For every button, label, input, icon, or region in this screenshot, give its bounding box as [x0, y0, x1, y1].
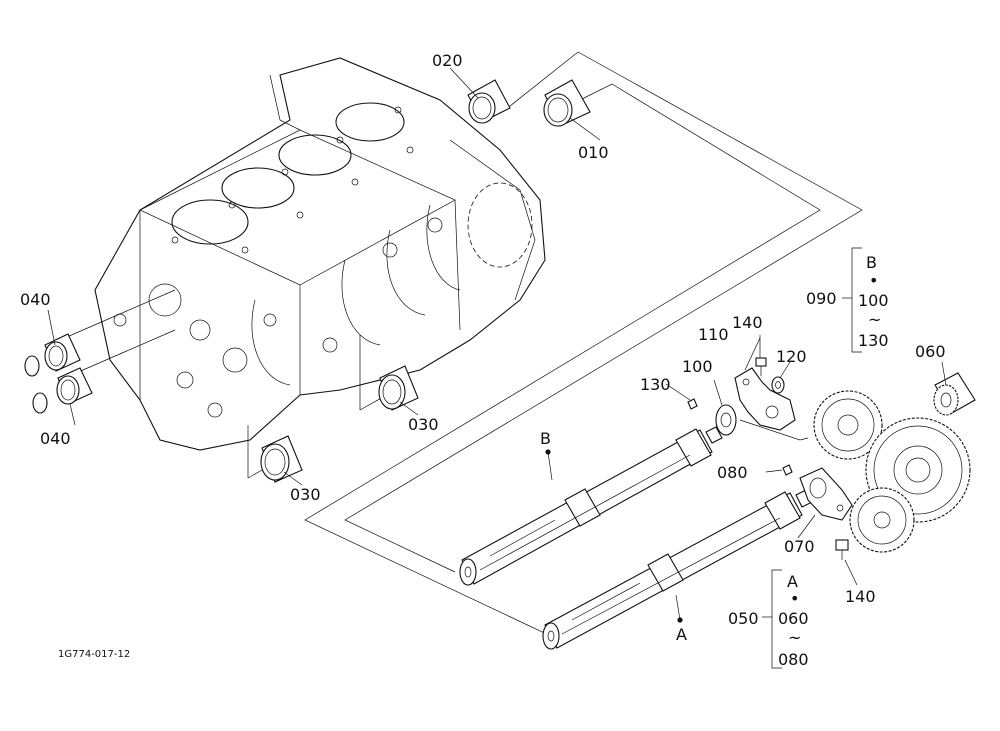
key-130	[687, 398, 698, 410]
bushing-040-upper	[24, 333, 81, 377]
label-070: 070	[784, 537, 815, 556]
label-060: 060	[915, 342, 946, 361]
label-020: 020	[432, 51, 463, 70]
group-090: B • 100 ~ 130	[858, 253, 889, 350]
key-080	[782, 464, 793, 476]
group-090-from: 100	[858, 291, 889, 310]
washer-120	[771, 376, 785, 394]
idle-gear	[813, 390, 883, 460]
group-050-to: 080	[778, 650, 809, 669]
group-050-from: 060	[778, 609, 809, 628]
bushing-010	[543, 79, 591, 127]
plate-070	[799, 467, 853, 521]
gear-100	[715, 404, 737, 436]
group-050-dot: •	[790, 589, 799, 608]
bolt-140-upper	[755, 357, 767, 376]
bushing-040-lower	[32, 367, 93, 414]
figure-code: 1G774-017-12	[58, 649, 130, 660]
label-040-lower: 040	[40, 429, 71, 448]
label-030-upper: 030	[408, 415, 439, 434]
label-030-lower: 030	[290, 485, 321, 504]
label-090: 090	[806, 289, 837, 308]
group-090-letter: B	[866, 253, 877, 272]
bolt-140-lower	[835, 539, 849, 560]
label-140-lower: 140	[845, 587, 876, 606]
group-090-to: 130	[858, 331, 889, 350]
label-050: 050	[728, 609, 759, 628]
label-100: 100	[682, 357, 713, 376]
bushing-030-lower	[260, 435, 303, 483]
marker-dot-b	[545, 449, 551, 455]
group-090-dot: •	[869, 271, 878, 290]
balancer-shaft-a	[542, 489, 813, 650]
marker-dot-a	[677, 617, 683, 623]
group-050-letter: A	[787, 572, 798, 591]
label-040-upper: 040	[20, 290, 51, 309]
label-080: 080	[717, 463, 748, 482]
part-labels: 020 010 030 030 040 040 130 100 110 140 …	[20, 51, 946, 644]
group-050-bracket	[762, 569, 782, 669]
group-090-bracket	[842, 247, 862, 353]
balancer-shaft-b	[459, 426, 723, 586]
group-050-tilde: ~	[788, 628, 801, 647]
gear-060	[933, 372, 976, 416]
marker-a: A	[676, 625, 687, 644]
label-130: 130	[640, 375, 671, 394]
group-090-tilde: ~	[868, 310, 881, 329]
bushing-020	[467, 79, 511, 124]
bushing-030-upper	[378, 365, 419, 411]
leader-lines	[47, 67, 947, 621]
group-050: A • 060 ~ 080	[778, 572, 809, 669]
label-010: 010	[578, 143, 609, 162]
gear-arrow-line	[739, 419, 809, 441]
marker-b: B	[540, 429, 551, 448]
balancer-gear	[849, 487, 915, 553]
label-120: 120	[776, 347, 807, 366]
assembly-frame-lines	[59, 51, 863, 639]
label-140-upper: 140	[732, 313, 763, 332]
label-110: 110	[698, 325, 729, 344]
plate-110	[734, 367, 796, 431]
